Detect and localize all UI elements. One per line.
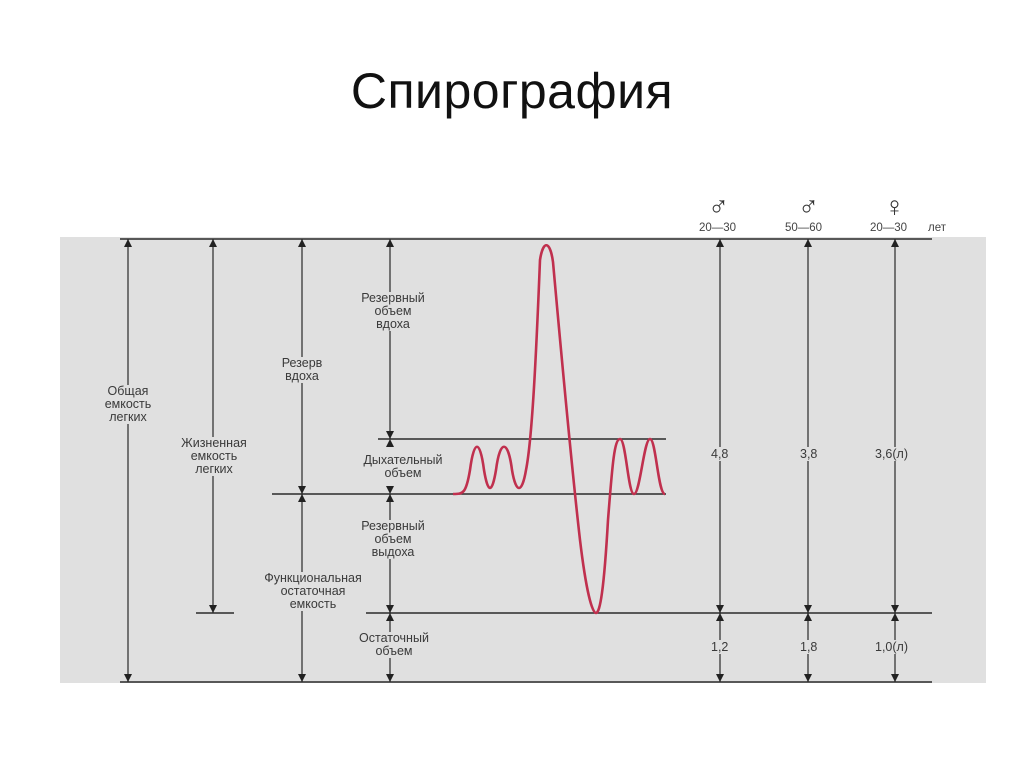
age-unit: лет [928, 222, 946, 234]
male-symbol: ♂ [708, 191, 729, 222]
irv-label: Резервный объем вдоха [358, 292, 428, 331]
age-range: 20—30 [699, 222, 737, 234]
residual-value: 1,0(л) [872, 640, 911, 654]
total-capacity-label: Общая емкость легких [92, 385, 164, 424]
spirogram-curve [452, 243, 667, 615]
residual-value: 1,2 [708, 640, 732, 654]
vital-value: 3,8 [797, 447, 821, 461]
residual-value: 1,8 [797, 640, 821, 654]
page-title: Спирография [350, 63, 674, 119]
age-range: 20—30 [870, 222, 908, 234]
female-symbol: ♀ [884, 191, 905, 222]
age-range: 50—60 [785, 222, 823, 234]
inspiratory-reserve-label: Резерв вдоха [270, 357, 334, 383]
residual-label: Остаточный объем [356, 632, 432, 658]
vital-value: 4,8 [708, 447, 732, 461]
tidal-label: Дыхательный объем [350, 454, 456, 480]
vital-capacity-label: Жизненная емкость легких [172, 437, 256, 476]
male-symbol: ♂ [798, 191, 819, 222]
vital-value: 3,6(л) [872, 447, 911, 461]
frc-label: Функциональная остаточная емкость [250, 572, 376, 611]
erv-label: Резервный объем выдоха [358, 520, 428, 559]
